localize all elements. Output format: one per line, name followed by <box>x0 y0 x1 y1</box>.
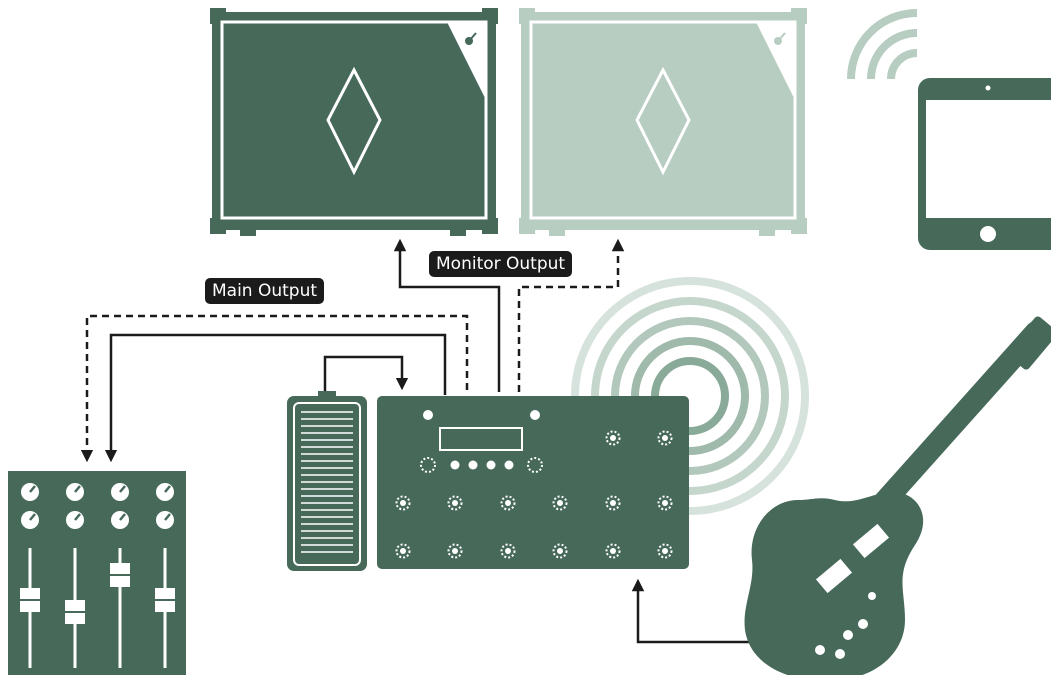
guitar-knob <box>858 619 868 629</box>
footswitch-center <box>505 500 511 506</box>
expression-pedal <box>287 391 367 571</box>
monitor-amp-cabinet <box>519 8 807 236</box>
guitar-knob <box>835 649 845 659</box>
processor-led <box>423 410 433 420</box>
tablet-home-button <box>980 226 996 242</box>
tablet-camera-icon <box>986 86 991 91</box>
footswitch-center <box>662 548 668 554</box>
footswitch-center <box>610 435 616 441</box>
footswitch-center <box>452 548 458 554</box>
footswitch-center <box>400 548 406 554</box>
processor-button <box>451 461 460 470</box>
footswitch-center <box>452 500 458 506</box>
mixer-console <box>8 471 186 675</box>
guitar-switch <box>868 592 876 600</box>
guitar-neck <box>868 332 1036 520</box>
floor-processor <box>377 396 689 569</box>
guitar-knob <box>815 645 825 655</box>
tablet-screen <box>926 100 1051 218</box>
main-amp-cabinet <box>210 8 498 236</box>
guitar-cable <box>638 585 752 642</box>
footswitch-center <box>400 500 406 506</box>
processor-led <box>530 410 540 420</box>
monitor-output-label: Monitor Output <box>429 251 572 277</box>
guitar-knob <box>843 630 853 640</box>
footswitch-center <box>610 548 616 554</box>
footswitch-center <box>662 435 668 441</box>
main-output-label: Main Output <box>205 278 324 304</box>
footswitch-center <box>557 500 563 506</box>
footswitch-center <box>610 500 616 506</box>
wifi-icon <box>851 13 917 79</box>
expression-pedal-cable <box>325 357 402 393</box>
processor-button <box>487 461 496 470</box>
electric-guitar <box>745 315 1051 675</box>
pedal-treadle-ribs <box>301 412 353 552</box>
footswitch-center <box>557 548 563 554</box>
footswitch-center <box>662 500 668 506</box>
footswitch-center <box>505 548 511 554</box>
tablet-device <box>918 78 1051 250</box>
processor-button <box>469 461 478 470</box>
processor-button <box>505 461 514 470</box>
